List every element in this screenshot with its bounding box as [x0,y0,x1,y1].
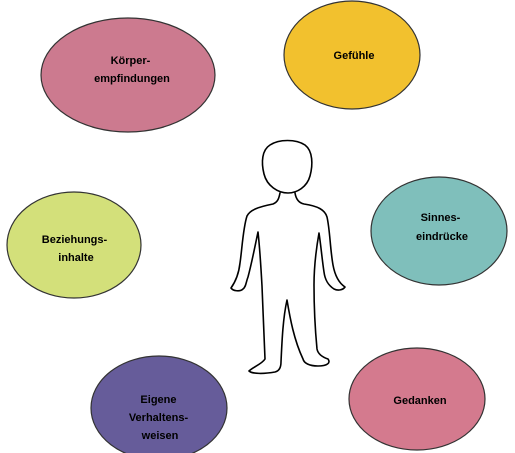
bubble-gefuehle: Gefühle [283,0,421,110]
bubble-label: Gefühle [334,50,375,62]
bubble-eigene-verhaltensweisen: Eigene Verhaltens- weisen [90,355,228,453]
bubble-beziehungsinhalte: Beziehungs- inhalte [6,191,142,299]
bubble-label: Gedanken [393,395,446,407]
bubble-koerperempfindungen: Körper- empfindungen [40,17,216,133]
bubble-shape [6,191,142,299]
bubble-shape [283,0,421,110]
bubble-shape [348,347,486,451]
bubble-label: Körper- empfindungen [94,55,170,85]
bubble-label: Beziehungs- inhalte [42,234,110,264]
bubble-shape [90,355,228,453]
bubble-shape [40,17,216,133]
bubble-shape [370,176,508,286]
bubble-label: Eigene Verhaltens- weisen [129,394,191,442]
bubble-gedanken: Gedanken [348,347,486,451]
bubble-sinneseindruecke: Sinnes- eindrücke [370,176,508,286]
bubble-label: Sinnes- eindrücke [416,212,468,243]
person-outline-icon [230,139,346,375]
